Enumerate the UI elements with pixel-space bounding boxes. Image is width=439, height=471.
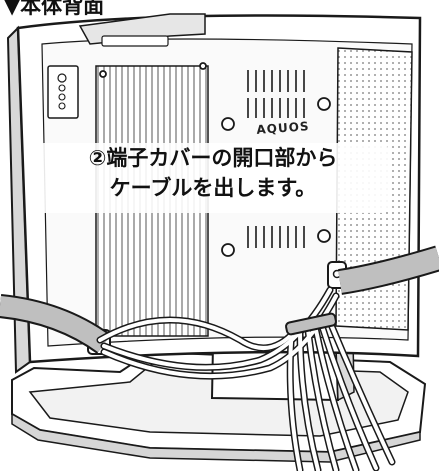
side-control-panel [47, 65, 79, 119]
instruction-callout: ②端子カバーの開口部から ケーブルを出します。 [38, 143, 388, 213]
center-upper-slots [247, 70, 305, 118]
cable-band-left [0, 294, 112, 354]
callout-line-1: ②端子カバーの開口部から [88, 146, 338, 170]
mount-holes [99, 62, 331, 257]
top-handle [101, 35, 169, 47]
center-lower-slots [247, 226, 305, 248]
cable-band-right [338, 245, 439, 295]
section-heading: ▼本体背面 [4, 0, 105, 18]
callout-line-2: ケーブルを出します。 [109, 176, 317, 200]
cable-tie [285, 312, 337, 336]
